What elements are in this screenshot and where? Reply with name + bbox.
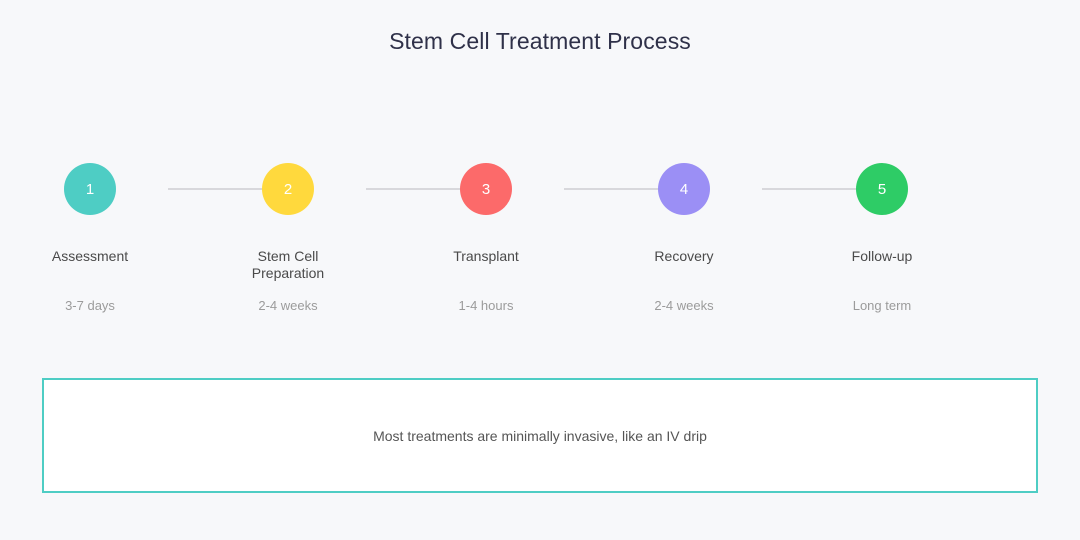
timeline-step-2[interactable]: 2 Stem Cell Preparation 2-4 weeks [218, 163, 358, 313]
step-number-1: 1 [85, 180, 95, 198]
step-number-3: 3 [481, 180, 491, 198]
step-label-1: Assessment [51, 248, 129, 264]
step-number-5: 5 [877, 180, 887, 198]
step-number-badge-5[interactable]: 5 [856, 163, 908, 215]
process-timeline: 1 Assessment 3-7 days 2 Stem Cell Prepar… [42, 163, 1038, 333]
connector-2-3 [366, 188, 480, 190]
step-number-badge-4[interactable]: 4 [658, 163, 710, 215]
connector-4-5 [762, 188, 876, 190]
step-duration-5: Long term [852, 298, 912, 313]
step-label-4: Recovery [654, 248, 714, 264]
timeline-step-4[interactable]: 4 Recovery 2-4 weeks [614, 163, 754, 313]
step-number-badge-2[interactable]: 2 [262, 163, 314, 215]
info-note-box: Most treatments are minimally invasive, … [42, 378, 1038, 493]
timeline-step-5[interactable]: 5 Follow-up Long term [812, 163, 952, 313]
step-duration-3: 1-4 hours [458, 298, 514, 313]
timeline-step-1[interactable]: 1 Assessment 3-7 days [20, 163, 160, 313]
timeline-step-3[interactable]: 3 Transplant 1-4 hours [416, 163, 556, 313]
step-number-4: 4 [679, 180, 689, 198]
step-label-5: Follow-up [851, 248, 913, 264]
step-label-2: Stem Cell Preparation [251, 248, 325, 281]
page-title: Stem Cell Treatment Process [389, 28, 691, 54]
step-number-badge-1[interactable]: 1 [64, 163, 116, 215]
step-number-badge-3[interactable]: 3 [460, 163, 512, 215]
connector-3-4 [564, 188, 678, 190]
info-note-text: Most treatments are minimally invasive, … [373, 427, 707, 444]
step-duration-2: 2-4 weeks [258, 298, 318, 313]
connector-1-2 [168, 188, 282, 190]
step-label-3: Transplant [453, 248, 519, 264]
step-number-2: 2 [283, 180, 293, 198]
step-duration-4: 2-4 weeks [654, 298, 714, 313]
step-duration-1: 3-7 days [65, 298, 115, 313]
